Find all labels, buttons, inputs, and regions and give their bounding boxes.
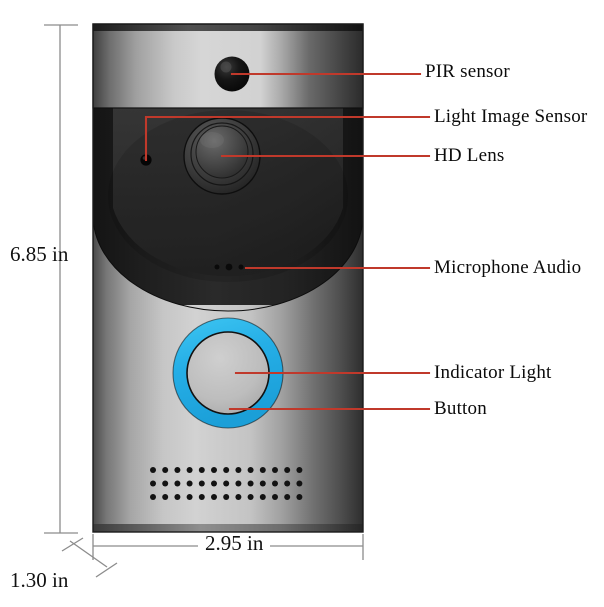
depth-tick-end: [95, 562, 118, 578]
speaker-grille-dot: [296, 480, 303, 487]
speaker-grille-dot: [198, 467, 205, 473]
dimension-label-height: 6.85 in: [10, 242, 69, 266]
camera-module: [93, 108, 363, 305]
speaker-grille-dot: [235, 494, 242, 500]
speaker-grille-dot: [150, 480, 156, 487]
speaker-grille-dot: [211, 494, 217, 500]
speaker-grille-dot: [198, 494, 205, 500]
speaker-grille-dot: [296, 494, 303, 500]
speaker-grille-dot: [284, 467, 291, 473]
speaker-grille-dot: [272, 480, 278, 487]
callout-label-indicator-light: Indicator Light: [434, 362, 552, 383]
speaker-grille-dot: [186, 480, 193, 487]
speaker-grille-dot: [247, 467, 254, 473]
speaker-grille-dot: [223, 467, 230, 473]
speaker-grille-dot: [247, 480, 254, 487]
callout-label-hd-lens: HD Lens: [434, 145, 505, 166]
speaker-grille-dot: [223, 480, 230, 487]
speaker-grille-dot: [211, 480, 217, 487]
callout-label-button: Button: [434, 398, 487, 419]
callout-label-light-image-sensor: Light Image Sensor: [434, 106, 588, 127]
speaker-grille-dot: [186, 467, 193, 473]
dimension-label-depth: 1.30 in: [10, 568, 69, 592]
leader-light-image-sensor: [144, 115, 431, 162]
device-outline-body: [92, 23, 364, 533]
callout-leader-lines: [144, 72, 431, 411]
speaker-grille-dot: [272, 494, 278, 500]
speaker-grille-dot: [174, 467, 181, 473]
camera-module-outline: [92, 107, 364, 312]
speaker-grille-dot: [296, 467, 303, 473]
speaker-grille-dot: [235, 467, 242, 473]
speaker-grille-dot: [284, 480, 291, 487]
callout-label-microphone-audio: Microphone Audio: [434, 257, 582, 278]
bottom-edge: [93, 524, 363, 532]
speaker-grille-dot: [247, 494, 254, 500]
speaker-grille-dot: [235, 480, 242, 487]
device-body: [92, 23, 364, 533]
speaker-grille-dot: [259, 494, 266, 500]
top-edge-highlight: [93, 24, 363, 31]
speaker-grille-dot: [174, 494, 181, 500]
speaker-grille-dot: [162, 480, 169, 487]
speaker-grille-dot: [150, 494, 156, 500]
speaker-grille-dot: [186, 494, 193, 500]
speaker-grille-dot: [259, 467, 266, 473]
callout-label-pir-sensor: PIR sensor: [425, 61, 510, 82]
speaker-grille-dot: [174, 480, 181, 487]
speaker-grille-dot: [259, 480, 266, 487]
speaker-grille-dot: [284, 494, 291, 500]
depth-dimension-line: [69, 540, 108, 568]
speaker-grille-dot: [223, 494, 230, 500]
microphone-audio-holes: [214, 263, 244, 271]
speaker-grille: [150, 467, 303, 500]
speaker-grille-dot: [150, 467, 156, 473]
doorbell-button: [187, 332, 269, 414]
speaker-grille-dot: [211, 467, 217, 473]
speaker-grille-dot: [272, 467, 278, 473]
depth-tick-start: [61, 537, 84, 552]
speaker-grille-dot: [198, 480, 205, 487]
speaker-grille-dot: [162, 494, 169, 500]
dimension-label-width: 2.95 in: [198, 533, 271, 554]
speaker-grille-dot: [162, 467, 169, 473]
